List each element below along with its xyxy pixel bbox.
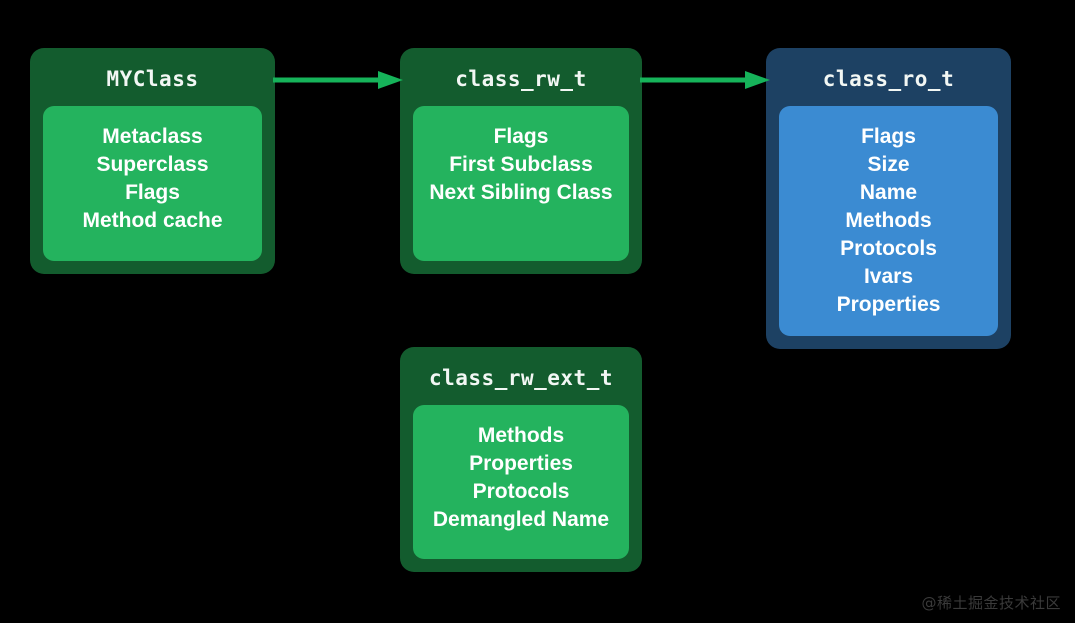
field-item: Protocols bbox=[840, 237, 937, 260]
node-myclass[interactable]: MYClass Metaclass Superclass Flags Metho… bbox=[30, 48, 275, 274]
node-class-ro-t-body: Flags Size Name Methods Protocols Ivars … bbox=[779, 106, 998, 336]
field-item: Methods bbox=[477, 424, 565, 447]
field-item: Ivars bbox=[863, 265, 914, 288]
field-item: Flags bbox=[125, 181, 180, 204]
field-item: Flags bbox=[861, 125, 916, 148]
node-class-ro-t[interactable]: class_ro_t Flags Size Name Methods Proto… bbox=[766, 48, 1011, 349]
node-class-rw-ext-t[interactable]: class_rw_ext_t Methods Properties Protoc… bbox=[400, 347, 642, 572]
node-class-rw-t-field-list: Flags First Subclass Next Sibling Class bbox=[413, 123, 629, 207]
field-item: Flags bbox=[493, 125, 549, 148]
node-class-ro-t-title: class_ro_t bbox=[822, 67, 955, 91]
field-item: Superclass bbox=[96, 153, 209, 176]
field-item: Metaclass bbox=[102, 125, 203, 148]
field-item: Demangled Name bbox=[432, 508, 610, 531]
field-item: First Subclass bbox=[449, 153, 593, 176]
node-class-rw-t[interactable]: class_rw_t Flags First Subclass Next Sib… bbox=[400, 48, 642, 274]
node-class-rw-ext-t-body: Methods Properties Protocols Demangled N… bbox=[413, 405, 629, 559]
node-class-rw-t-body: Flags First Subclass Next Sibling Class bbox=[413, 106, 629, 261]
node-class-ro-t-field-list: Flags Size Name Methods Protocols Ivars … bbox=[779, 123, 998, 319]
node-class-rw-t-title: class_rw_t bbox=[455, 67, 587, 91]
field-item: Protocols bbox=[472, 480, 570, 503]
field-item: Next Sibling Class bbox=[429, 181, 613, 204]
arrow-class-rw-t-to-class-ro-t bbox=[640, 71, 770, 89]
field-item: Name bbox=[859, 181, 918, 204]
watermark: @稀土掘金技术社区 bbox=[921, 594, 1061, 612]
node-myclass-title: MYClass bbox=[106, 67, 199, 91]
field-item: Properties bbox=[469, 452, 573, 475]
node-myclass-body: Metaclass Superclass Flags Method cache bbox=[43, 106, 262, 261]
arrow-myclass-to-class-rw-t bbox=[273, 71, 403, 89]
field-item: Size bbox=[867, 153, 910, 176]
node-class-rw-ext-t-title: class_rw_ext_t bbox=[428, 366, 613, 390]
field-item: Method cache bbox=[82, 209, 223, 232]
field-item: Properties bbox=[836, 293, 941, 316]
field-item: Methods bbox=[845, 209, 932, 232]
node-myclass-field-list: Metaclass Superclass Flags Method cache bbox=[43, 123, 262, 235]
node-class-rw-ext-t-field-list: Methods Properties Protocols Demangled N… bbox=[413, 422, 629, 534]
